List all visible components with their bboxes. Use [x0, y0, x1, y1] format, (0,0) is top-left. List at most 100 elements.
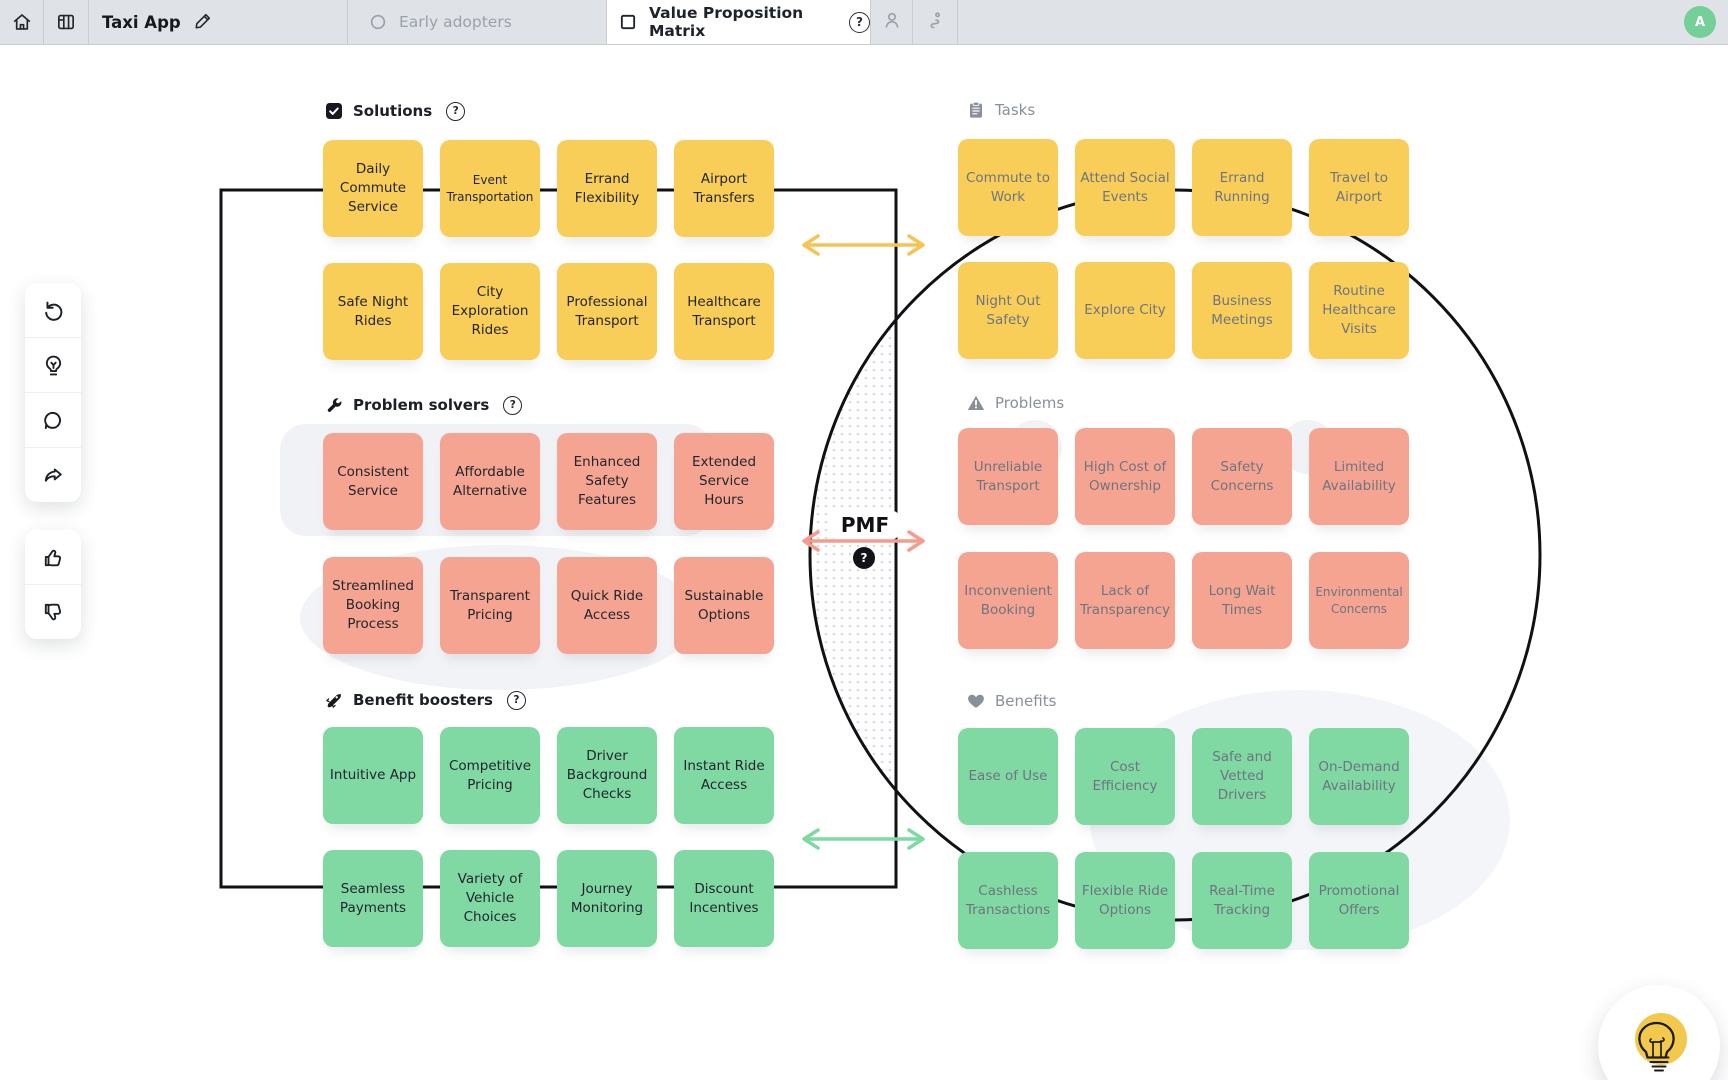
sticky-note[interactable]: Professional Transport: [557, 263, 657, 360]
sticky-note[interactable]: Intuitive App: [323, 727, 423, 824]
sticky-note[interactable]: Real-Time Tracking: [1192, 852, 1292, 949]
wrench-icon: [325, 396, 343, 414]
assistant-mascot-button[interactable]: [1598, 985, 1720, 1080]
thumbs-up-button[interactable]: [25, 530, 81, 584]
pmf-arrow: [802, 530, 925, 552]
sticky-note[interactable]: Explore City: [1075, 262, 1175, 359]
help-icon[interactable]: ?: [446, 101, 466, 121]
section-title-tasks: Tasks: [995, 101, 1036, 119]
home-icon: [11, 11, 33, 33]
sticky-note[interactable]: Cost Efficiency: [1075, 728, 1175, 825]
help-icon[interactable]: ?: [849, 11, 870, 33]
sticky-note[interactable]: Healthcare Transport: [674, 263, 774, 360]
sticky-note[interactable]: Night Out Safety: [958, 262, 1058, 359]
home-button[interactable]: [0, 0, 44, 44]
idea-button[interactable]: [25, 337, 81, 392]
sticky-note[interactable]: Quick Ride Access: [557, 557, 657, 654]
boosters-benefits-arrow: [802, 828, 925, 850]
sticky-note[interactable]: Ease of Use: [958, 728, 1058, 825]
sticky-note[interactable]: Promotional Offers: [1309, 852, 1409, 949]
section-header-solutions: Solutions?: [325, 100, 466, 122]
sticky-note[interactable]: Limited Availability: [1309, 428, 1409, 525]
sticky-note[interactable]: Long Wait Times: [1192, 552, 1292, 649]
sticky-note[interactable]: Attend Social Events: [1075, 139, 1175, 236]
sticky-note[interactable]: Inconvenient Booking: [958, 552, 1058, 649]
sticky-note[interactable]: High Cost of Ownership: [1075, 428, 1175, 525]
sticky-note[interactable]: Safe Night Rides: [323, 263, 423, 360]
board-button[interactable]: [44, 0, 89, 44]
tab-label: Early adopters: [399, 13, 512, 31]
sticky-note[interactable]: Flexible Ride Options: [1075, 852, 1175, 949]
pmf-overlap-lens: [810, 319, 896, 791]
pencil-icon[interactable]: [193, 10, 214, 35]
help-icon[interactable]: ?: [503, 395, 523, 415]
sticky-note[interactable]: Airport Transfers: [674, 140, 774, 237]
tab-early-adopters[interactable]: Early adopters: [348, 0, 607, 44]
sticky-note[interactable]: Streamlined Booking Process: [323, 557, 423, 654]
sticky-note[interactable]: Lack of Transparency: [1075, 552, 1175, 649]
tab-journey[interactable]: [913, 0, 958, 44]
sticky-note[interactable]: Instant Ride Access: [674, 727, 774, 824]
sticky-note[interactable]: Seamless Payments: [323, 850, 423, 947]
section-header-problem-solvers: Problem solvers?: [325, 394, 523, 416]
sticky-note[interactable]: Safe and Vetted Drivers: [1192, 728, 1292, 825]
reset-button[interactable]: [25, 283, 81, 337]
sticky-note[interactable]: Competitive Pricing: [440, 727, 540, 824]
board-icon: [55, 11, 77, 33]
pmf-help-icon[interactable]: ?: [853, 547, 875, 569]
help-icon[interactable]: ?: [506, 690, 526, 710]
sticky-note[interactable]: Consistent Service: [323, 433, 423, 530]
comment-icon: [41, 408, 66, 433]
sticky-note[interactable]: Routine Healthcare Visits: [1309, 262, 1409, 359]
sticky-note[interactable]: Driver Background Checks: [557, 727, 657, 824]
checkbox-icon: [325, 102, 343, 120]
sticky-note[interactable]: City Exploration Rides: [440, 263, 540, 360]
sticky-note[interactable]: Errand Flexibility: [557, 140, 657, 237]
section-header-problems: Problems: [967, 392, 1064, 414]
sticky-note[interactable]: Variety of Vehicle Choices: [440, 850, 540, 947]
tab-value-proposition-matrix[interactable]: Value Proposition Matrix ?: [607, 0, 871, 44]
sticky-note[interactable]: Discount Incentives: [674, 850, 774, 947]
tab-label: Value Proposition Matrix: [649, 4, 804, 40]
sticky-note[interactable]: Affordable Alternative: [440, 433, 540, 530]
rocket-icon: [325, 691, 343, 709]
project-title: Taxi App: [102, 12, 181, 32]
thumbs-down-button[interactable]: [25, 584, 81, 639]
sticky-note[interactable]: Travel to Airport: [1309, 139, 1409, 236]
sticky-note[interactable]: Daily Commute Service: [323, 140, 423, 237]
sticky-note[interactable]: Sustainable Options: [674, 557, 774, 654]
share-button[interactable]: [25, 447, 81, 502]
section-header-tasks: Tasks: [967, 99, 1035, 121]
tab-persona[interactable]: [871, 0, 913, 44]
comment-button[interactable]: [25, 392, 81, 447]
top-bar: Taxi App Early adopters Value Propositio…: [0, 0, 1728, 45]
sticky-note[interactable]: Commute to Work: [958, 139, 1058, 236]
customer-profile-circle: [808, 188, 1542, 922]
sticky-note[interactable]: Event Transportation: [440, 140, 540, 237]
sticky-note[interactable]: Environmental Concerns: [1309, 552, 1409, 649]
sticky-note[interactable]: Enhanced Safety Features: [557, 433, 657, 530]
share-icon: [41, 463, 66, 488]
sticky-note[interactable]: Cashless Transactions: [958, 852, 1058, 949]
avatar[interactable]: A: [1684, 6, 1716, 38]
reset-icon: [41, 298, 66, 323]
journey-icon: [924, 9, 946, 35]
sticky-note[interactable]: Extended Service Hours: [674, 433, 774, 530]
lightbulb-mascot-icon: [1617, 1002, 1701, 1080]
feedback-toolbar: [25, 530, 81, 639]
sticky-note[interactable]: Transparent Pricing: [440, 557, 540, 654]
solutions-tasks-arrow: [802, 234, 925, 256]
sticky-note[interactable]: Errand Running: [1192, 139, 1292, 236]
sticky-note[interactable]: Safety Concerns: [1192, 428, 1292, 525]
sticky-note[interactable]: Unreliable Transport: [958, 428, 1058, 525]
sticky-note[interactable]: Journey Monitoring: [557, 850, 657, 947]
sticky-note[interactable]: Business Meetings: [1192, 262, 1292, 359]
section-header-benefit-boosters: Benefit boosters?: [325, 689, 526, 711]
idea-icon: [41, 353, 66, 378]
section-title-solutions: Solutions: [353, 102, 433, 120]
section-title-benefit-boosters: Benefit boosters: [353, 691, 493, 709]
sticky-note[interactable]: On-Demand Availability: [1309, 728, 1409, 825]
warning-icon: [967, 394, 985, 412]
persona-icon: [881, 9, 903, 35]
section-title-problem-solvers: Problem solvers: [353, 396, 490, 414]
